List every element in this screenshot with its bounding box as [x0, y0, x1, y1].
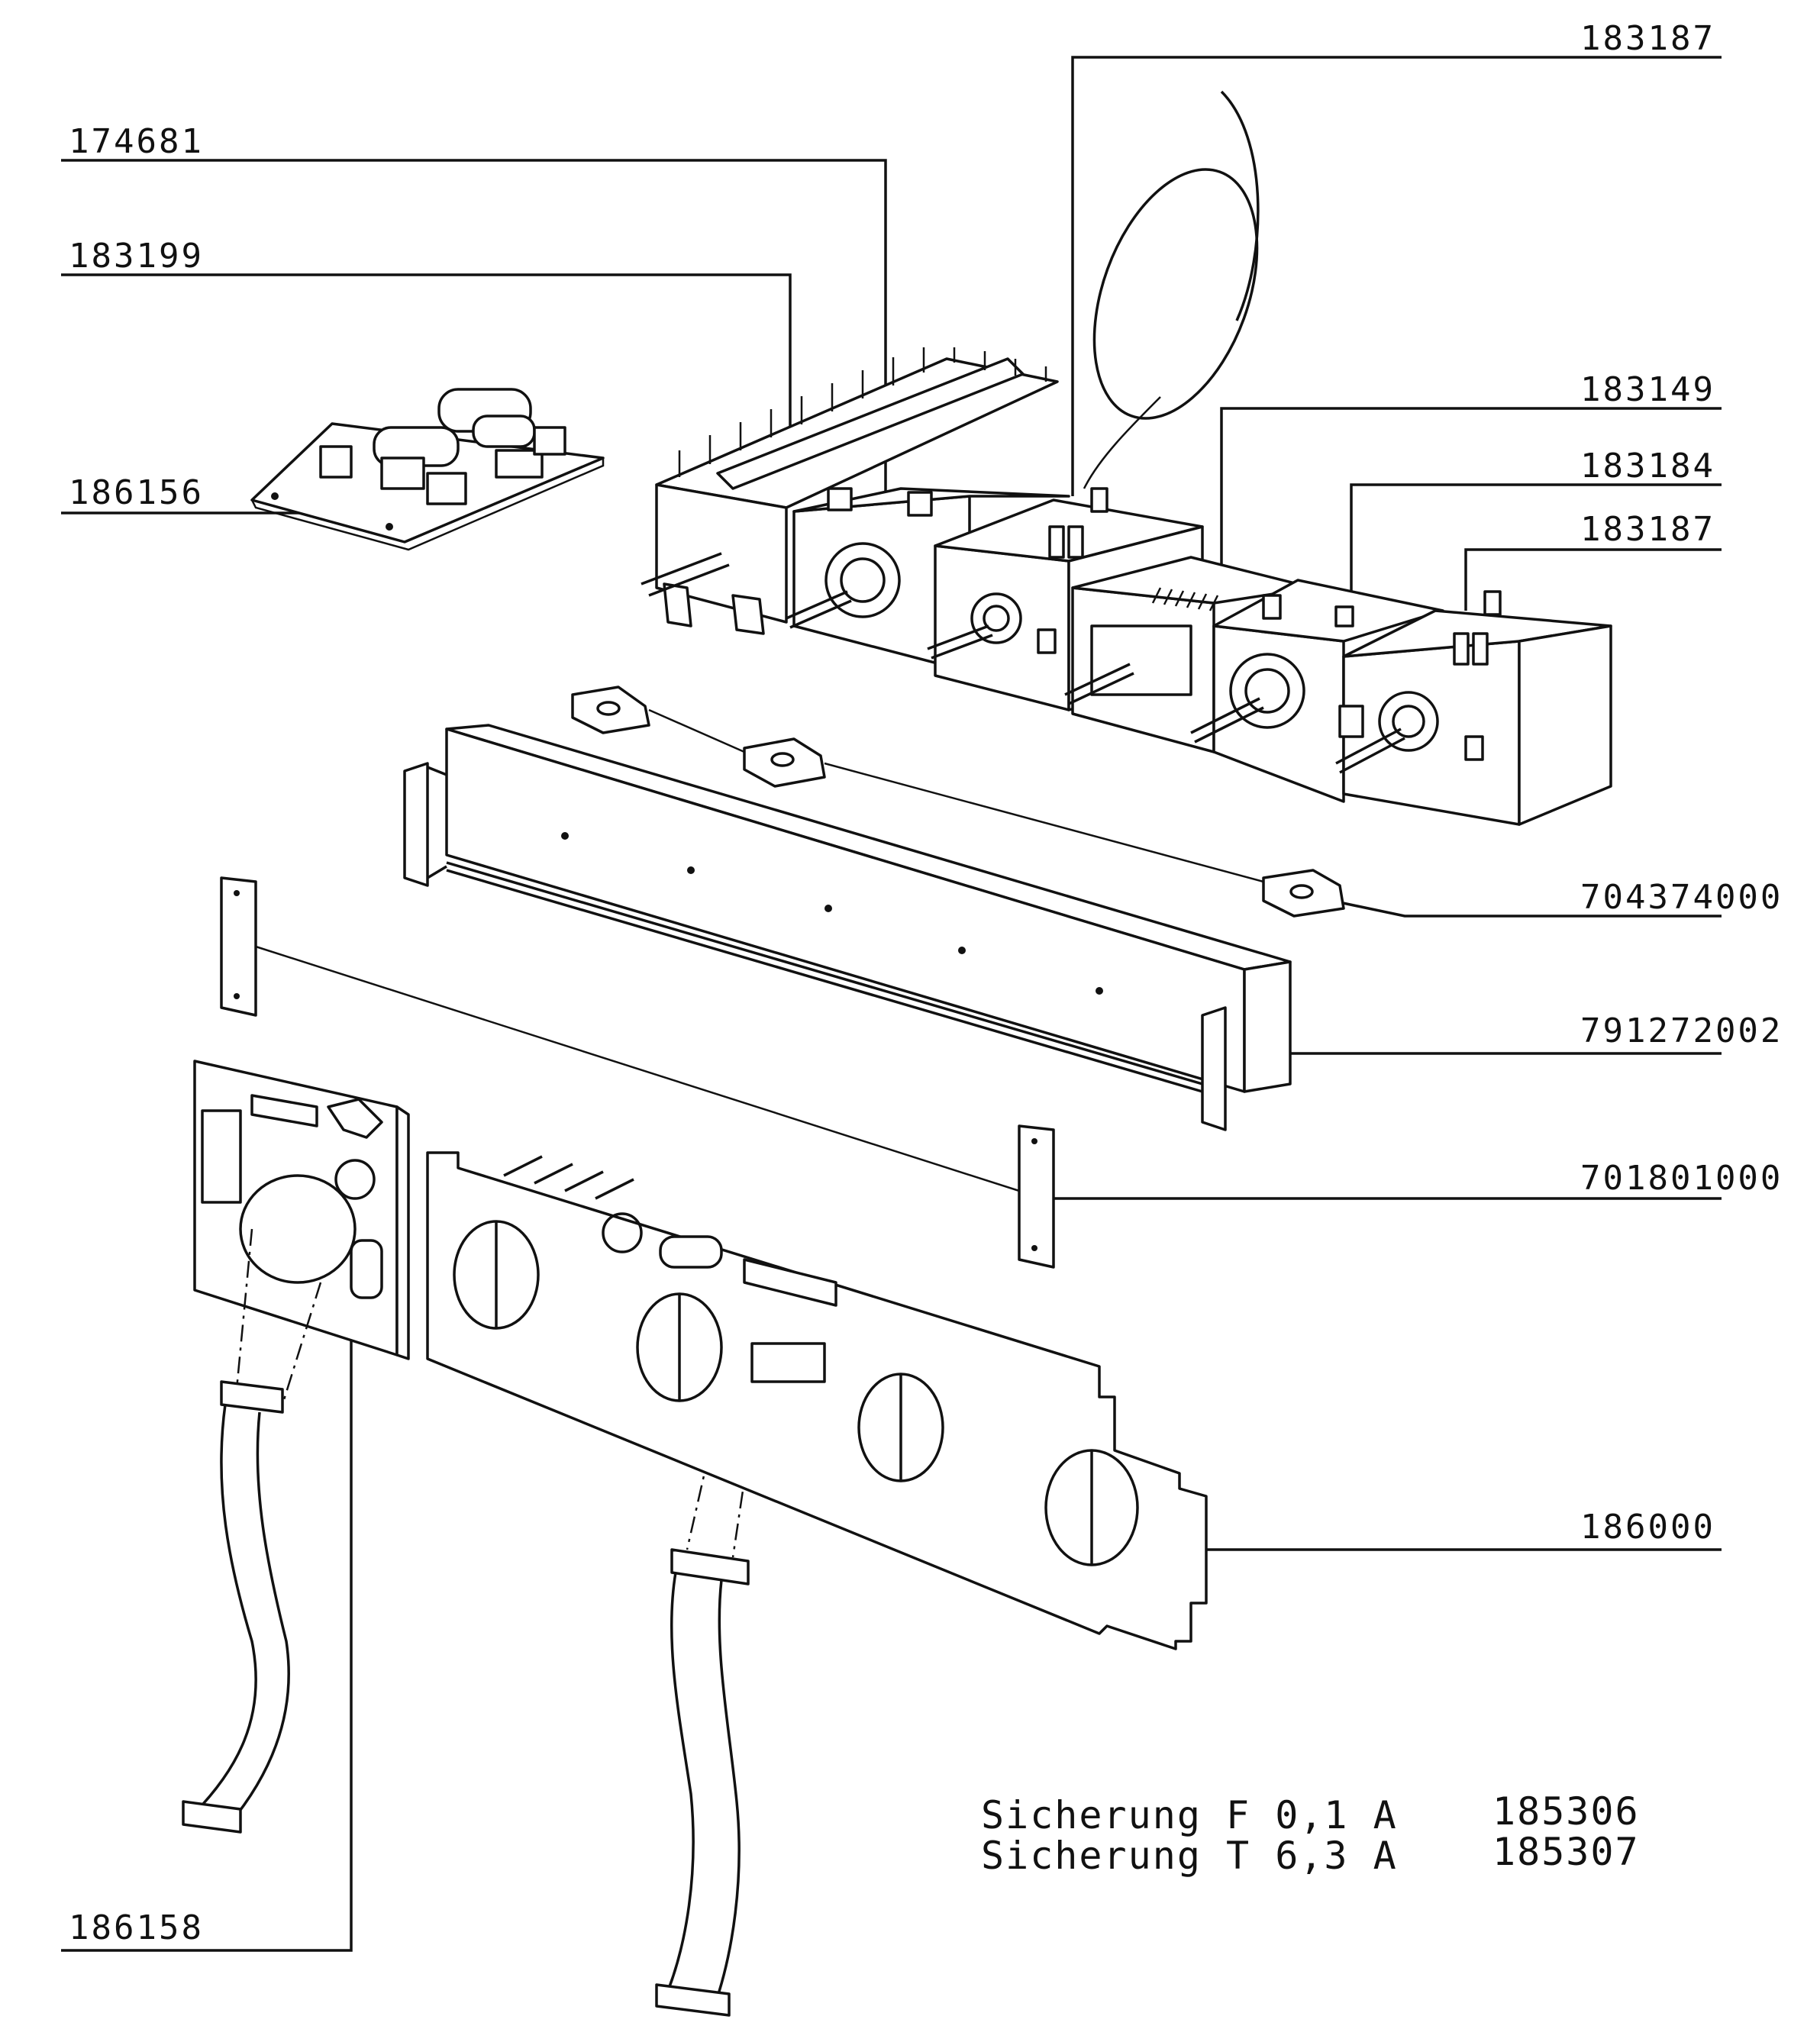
label-704374000: 704374000: [1580, 878, 1783, 917]
fuse-1-name: Sicherung F 0,1 A: [981, 1793, 1398, 1837]
part-number-labels: 183187 174681 183199 186156 183149 18318…: [69, 19, 1783, 1947]
label-701801000: 701801000: [1580, 1159, 1783, 1198]
fuse-1-part: 185306: [1492, 1789, 1640, 1834]
pcb-186158: [193, 1060, 410, 1405]
leader-lines: [61, 56, 1722, 1952]
ribbon-cable-left: [182, 1380, 290, 1834]
label-791272002: 791272002: [1580, 1011, 1783, 1050]
label-183199: 183199: [69, 237, 204, 276]
frame-791272002: [403, 724, 1292, 1131]
switch-block-174681: [641, 347, 1059, 635]
label-183149: 183149: [1580, 370, 1715, 409]
fuse-2-name: Sicherung T 6,3 A: [981, 1834, 1398, 1878]
fuse-table: Sicherung F 0,1 A 185306 Sicherung T 6,3…: [981, 1789, 1640, 1878]
label-174681: 174681: [69, 122, 204, 161]
label-183187-top: 183187: [1580, 19, 1715, 58]
front-panel-186000: [426, 1151, 1208, 1650]
label-186158: 186158: [69, 1908, 204, 1947]
label-183184: 183184: [1580, 447, 1715, 485]
rotary-switch-5-183187: [1335, 590, 1612, 826]
fuse-2-part: 185307: [1492, 1830, 1640, 1874]
brackets-701801000: [220, 876, 1055, 1269]
label-186000: 186000: [1580, 1508, 1715, 1547]
label-183187-right: 183187: [1580, 510, 1715, 549]
pcb-186156: [250, 388, 605, 551]
clips-704374000: [571, 686, 1345, 918]
wire-coil-183187: [1083, 90, 1260, 489]
label-186156: 186156: [69, 473, 204, 512]
